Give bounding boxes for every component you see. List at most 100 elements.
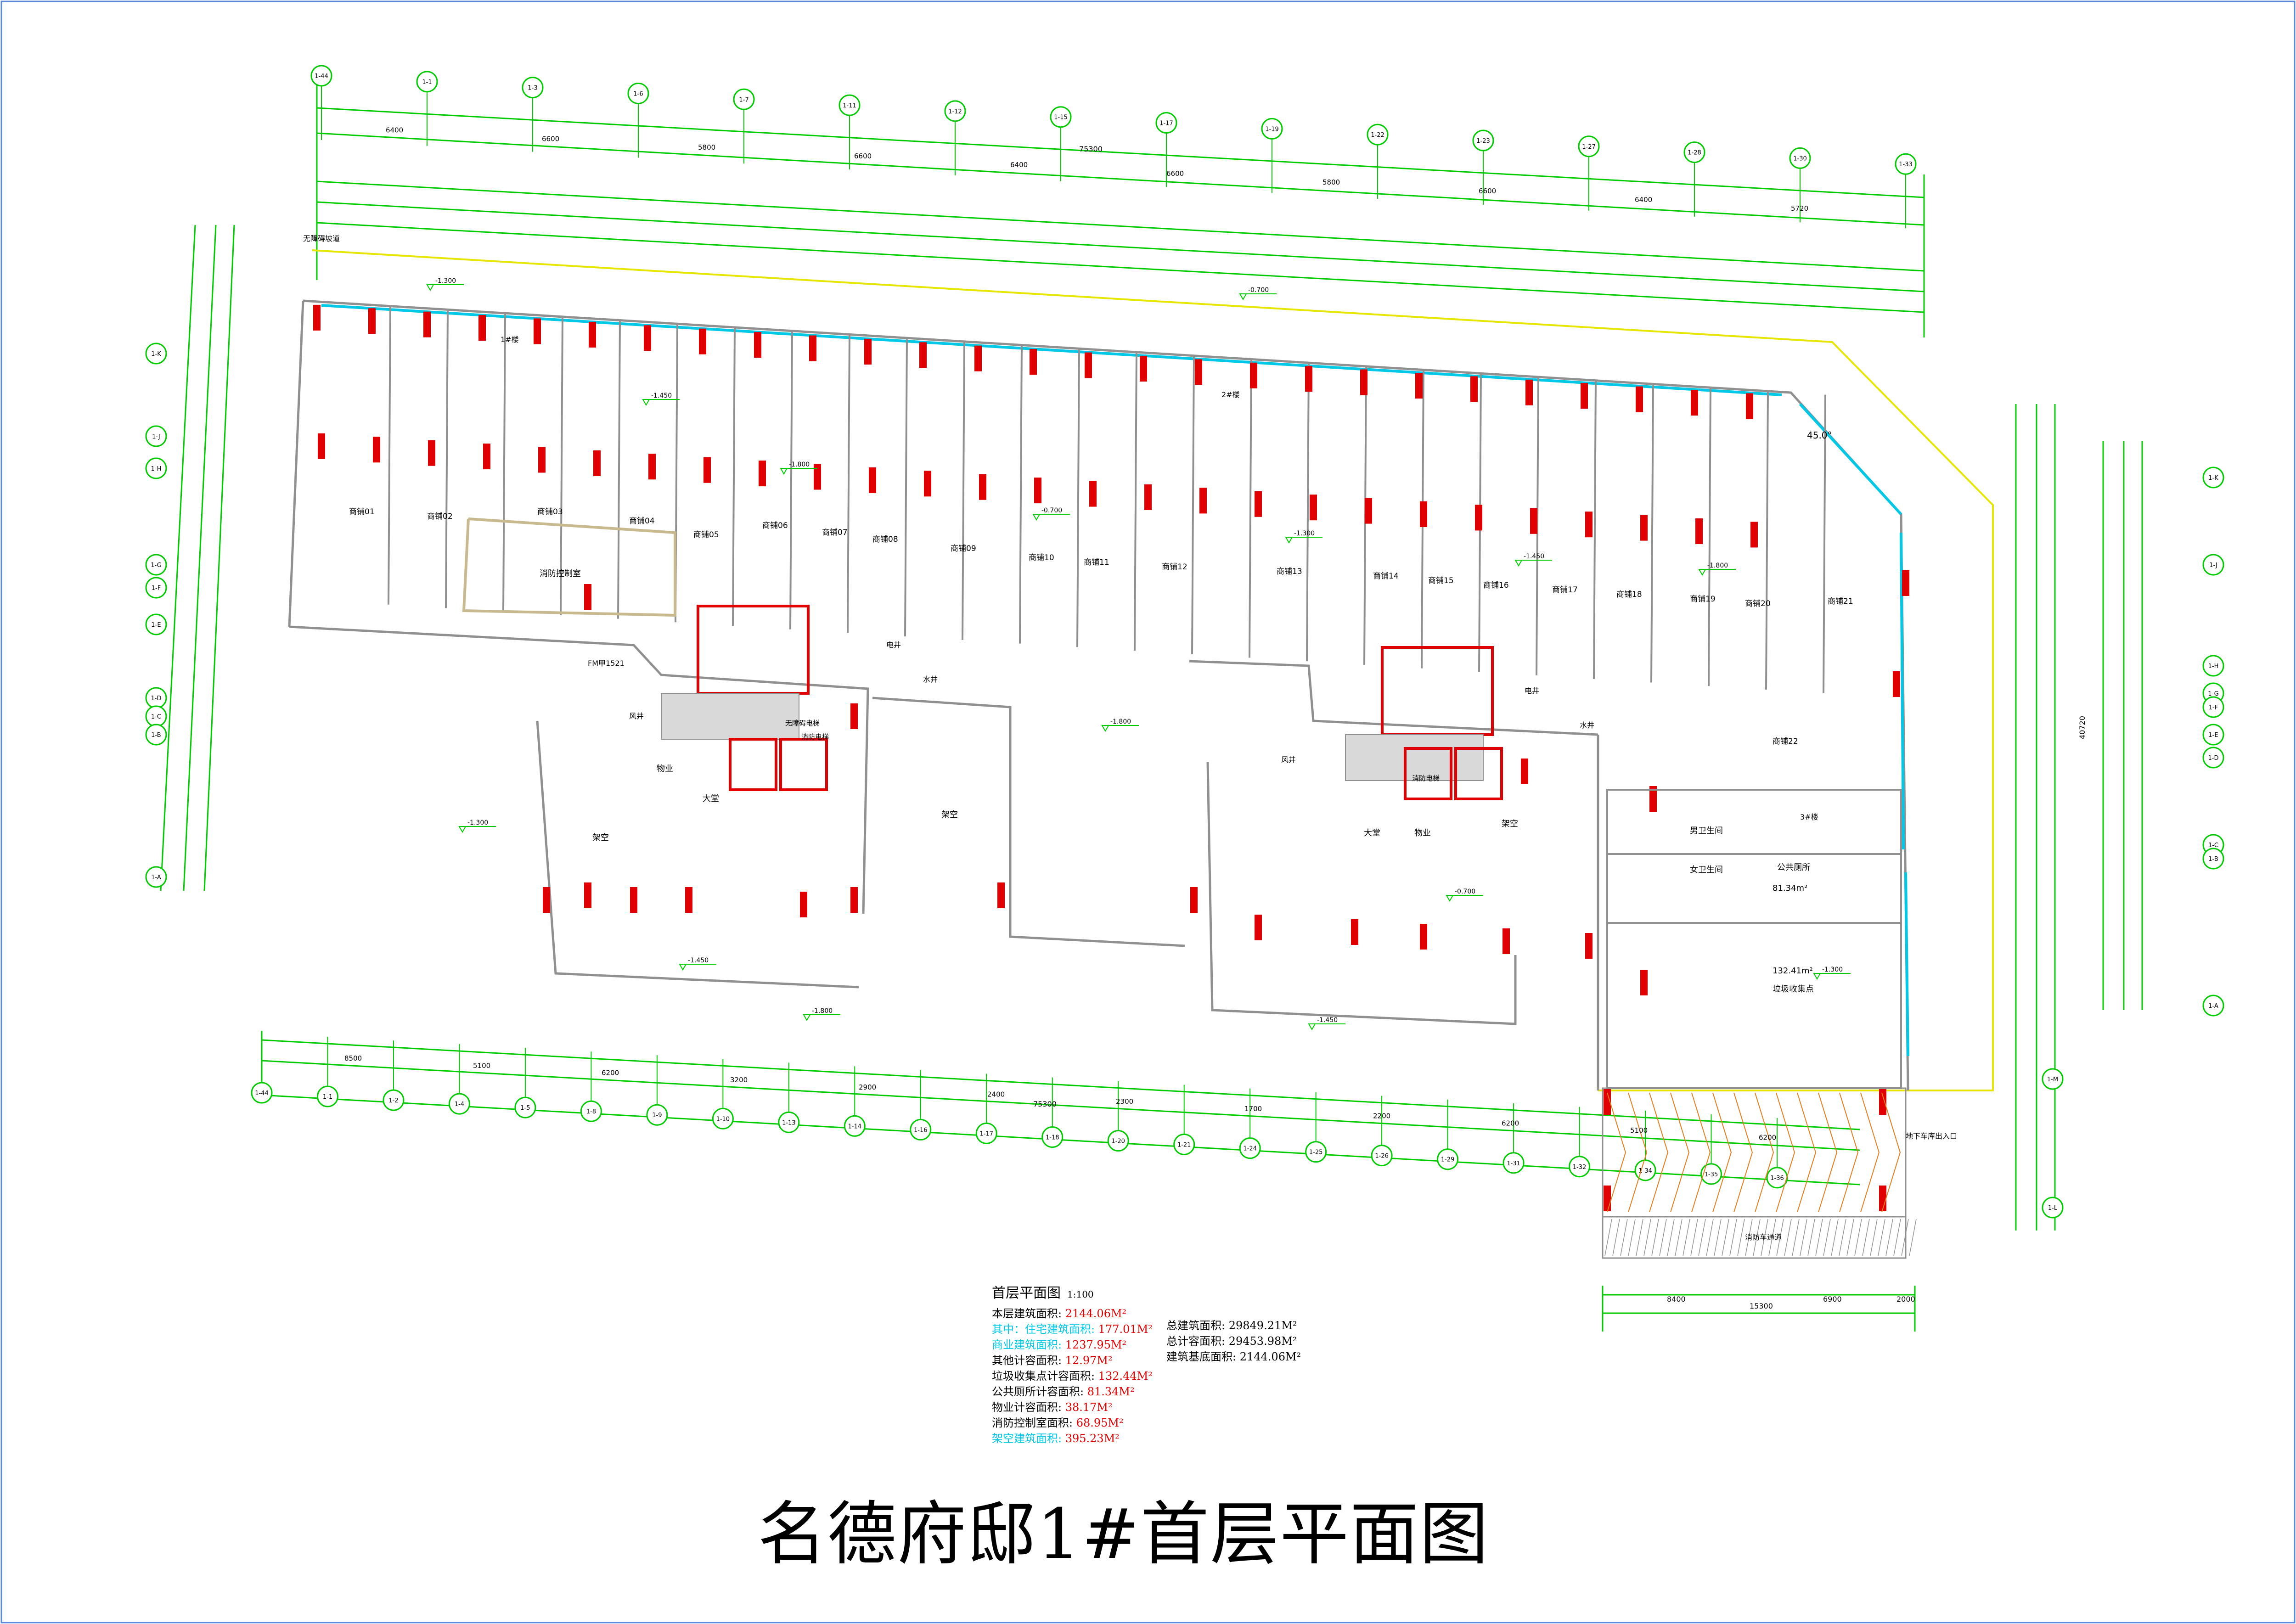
svg-text:1-18: 1-18 xyxy=(1046,1134,1059,1141)
column xyxy=(1255,491,1262,517)
bottom-dim-5: 2400 xyxy=(987,1090,1005,1099)
svg-text:-1.450: -1.450 xyxy=(1317,1017,1338,1024)
column xyxy=(1144,484,1152,510)
bottom-dim-10: 5100 xyxy=(1630,1126,1648,1135)
column xyxy=(1420,924,1427,950)
right-axis-1-M: 1-M xyxy=(2042,1068,2064,1090)
svg-text:1-30: 1-30 xyxy=(1793,155,1807,162)
column xyxy=(373,437,380,463)
svg-text:1-E: 1-E xyxy=(2208,732,2218,739)
fire-control-room xyxy=(462,517,676,617)
svg-text:1-F: 1-F xyxy=(152,585,161,592)
svg-text:-1.300: -1.300 xyxy=(435,277,456,285)
top-axis-1-19: 1-19 xyxy=(1261,118,1283,140)
column xyxy=(313,304,321,331)
bottom-axis-bubbles: 1-441-11-21-41-51-81-91-101-131-141-161-… xyxy=(251,1033,1788,1189)
stat-total-row-1: 总计容面积: 29453.98M² xyxy=(1166,1335,1297,1348)
top-axis-1-7: 1-7 xyxy=(733,88,755,110)
top-axis-1-11: 1-11 xyxy=(838,94,861,116)
elevation-mark: -1.800 xyxy=(780,461,817,475)
bottom-dim-6: 2300 xyxy=(1116,1097,1133,1106)
left-axis-1-B: 1-B xyxy=(145,724,167,746)
column xyxy=(1746,393,1753,419)
svg-text:1-27: 1-27 xyxy=(1582,144,1596,151)
top-dim-0: 6400 xyxy=(386,126,403,134)
elevation-mark: -1.450 xyxy=(1514,553,1552,567)
svg-text:1-33: 1-33 xyxy=(1899,161,1913,168)
top-dim-9: 5720 xyxy=(1791,204,1808,213)
column xyxy=(584,882,591,908)
column xyxy=(1195,359,1202,385)
elevation-mark: -0.700 xyxy=(1032,507,1070,521)
column xyxy=(1604,1089,1611,1115)
column xyxy=(1360,369,1367,395)
fire-control-label: 消防控制室 xyxy=(540,569,581,579)
column xyxy=(428,440,435,466)
top-axis-1-44: 1-44 xyxy=(310,65,332,87)
svg-text:1-10: 1-10 xyxy=(716,1116,730,1123)
svg-text:1-M: 1-M xyxy=(2047,1076,2058,1083)
right-axis-bubbles: 1-K1-J1-H1-G1-F1-E1-D1-C1-B1-A1-M1-L xyxy=(2042,466,2224,1219)
left-dimension-lines xyxy=(160,225,235,891)
svg-text:1-23: 1-23 xyxy=(1476,138,1490,145)
column xyxy=(759,461,766,487)
elevation-mark: -1.800 xyxy=(1101,718,1139,732)
svg-text:-1.450: -1.450 xyxy=(651,392,672,399)
shop-label-12: 商铺12 xyxy=(1162,562,1187,572)
column xyxy=(1085,352,1092,378)
column xyxy=(584,584,591,610)
total-top-dim: 75300 xyxy=(1079,145,1103,153)
svg-text:1-A: 1-A xyxy=(2208,1003,2218,1010)
svg-text:-1.800: -1.800 xyxy=(812,1007,833,1015)
column xyxy=(1695,518,1703,545)
column xyxy=(1420,501,1427,527)
plan-scale: 1:100 xyxy=(1067,1289,1094,1300)
top-axis-1-6: 1-6 xyxy=(627,82,649,104)
column xyxy=(754,332,761,358)
svg-text:-1.450: -1.450 xyxy=(1524,553,1544,560)
top-axis-1-23: 1-23 xyxy=(1472,129,1494,152)
top-axis-1-3: 1-3 xyxy=(522,77,544,99)
elevation-mark: -1.450 xyxy=(642,392,680,406)
lobby-label-right: 大堂 xyxy=(1364,828,1380,838)
bottom-axis-1-26: 1-26 xyxy=(1371,1145,1393,1167)
toilet-area-label: 81.34m² xyxy=(1773,883,1807,893)
svg-text:1-B: 1-B xyxy=(151,732,161,739)
wind-well-label-right: 风井 xyxy=(1281,755,1296,764)
overhead-label-1: 架空 xyxy=(592,833,609,843)
water-well-label-left: 水井 xyxy=(923,675,938,684)
svg-text:1-L: 1-L xyxy=(2048,1205,2058,1212)
svg-text:1-28: 1-28 xyxy=(1688,150,1701,157)
elevation-mark: -1.800 xyxy=(803,1007,840,1021)
bottom-axis-1-24: 1-24 xyxy=(1239,1137,1261,1159)
column xyxy=(423,311,431,337)
column xyxy=(538,447,546,473)
bottom-dim-4: 2900 xyxy=(859,1083,876,1091)
water-well-label-right: 水井 xyxy=(1580,721,1594,730)
column xyxy=(979,474,986,500)
svg-text:1-5: 1-5 xyxy=(520,1105,530,1112)
svg-text:1-14: 1-14 xyxy=(848,1123,862,1130)
column xyxy=(1034,478,1041,504)
column xyxy=(1190,887,1198,913)
bottom-axis-1-8: 1-8 xyxy=(580,1100,602,1122)
bottom-axis-1-44: 1-44 xyxy=(251,1082,273,1104)
svg-text:-1.800: -1.800 xyxy=(789,461,810,468)
top-axis-1-15: 1-15 xyxy=(1050,106,1072,128)
total-right-dim: 40720 xyxy=(2078,716,2087,739)
svg-text:1-4: 1-4 xyxy=(455,1101,464,1108)
stat-total-row-2: 建筑基底面积: 2144.06M² xyxy=(1166,1350,1301,1363)
column xyxy=(1250,362,1257,388)
column xyxy=(800,892,807,917)
column xyxy=(1199,488,1207,514)
bottom-axis-1-34: 1-34 xyxy=(1634,1159,1656,1181)
shop-label-5: 商铺05 xyxy=(693,530,719,539)
column xyxy=(1255,915,1262,940)
bottom-axis-1-29: 1-29 xyxy=(1437,1148,1459,1170)
lobby-label-left: 大堂 xyxy=(703,794,719,804)
column xyxy=(869,467,876,493)
svg-text:1-20: 1-20 xyxy=(1111,1138,1125,1145)
fire-elevator-label-left: 消防电梯 xyxy=(801,733,829,741)
fire-elevator-label-right: 消防电梯 xyxy=(1412,774,1440,782)
